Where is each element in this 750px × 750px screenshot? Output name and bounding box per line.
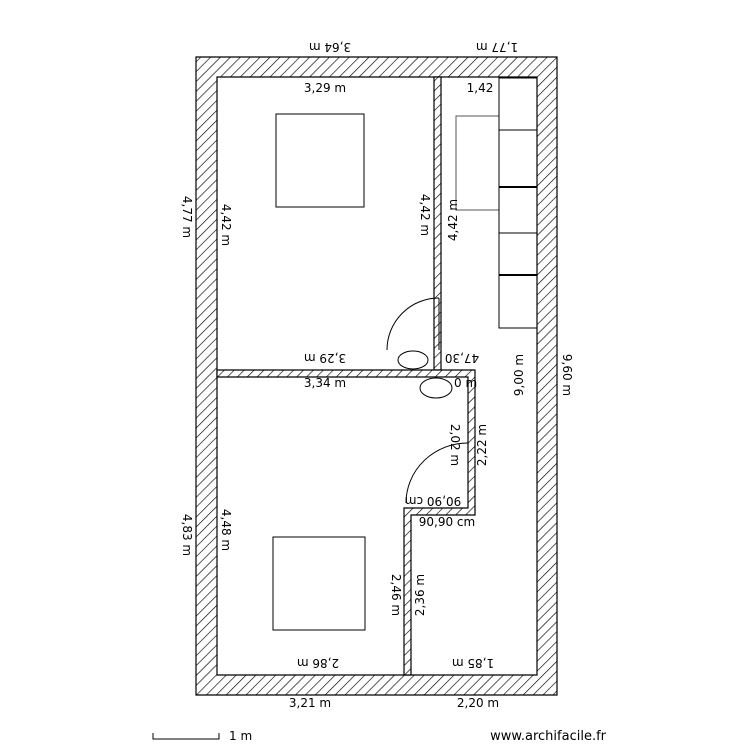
dim-label: 1,85 m — [452, 656, 494, 670]
dim-label: 2,46 m — [389, 574, 403, 616]
sink-icon — [419, 377, 453, 399]
dim-label: 3,64 m — [309, 40, 351, 54]
dim-label: 2,02 m — [448, 424, 462, 466]
desk — [455, 115, 500, 211]
dim-label: 90,90 cm — [419, 515, 475, 529]
dim-label: 2,86 m — [297, 656, 339, 670]
outer-wall — [195, 56, 558, 696]
dim-label: 4,42 m — [418, 194, 432, 236]
dim-label: 3,29 m — [304, 81, 346, 95]
dim-label: 4,48 m — [219, 509, 233, 551]
dim-label: 1,42 — [467, 81, 494, 95]
bed-lower — [272, 536, 366, 631]
door-lower — [405, 442, 469, 504]
scale-bar — [152, 733, 220, 740]
furniture — [272, 77, 538, 631]
dim-label: 1,77 m — [476, 40, 518, 54]
walls — [195, 56, 558, 696]
dim-label: 4,83 m — [180, 514, 194, 556]
watermark: www.archifacile.fr — [490, 729, 606, 744]
dim-label: 0 m — [454, 376, 477, 390]
door-upper — [386, 297, 440, 351]
dim-label: 47,30 — [445, 351, 479, 365]
dim-label: 3,21 m — [289, 696, 331, 710]
dim-label: 3,34 m — [304, 376, 346, 390]
dim-label: 2,20 m — [457, 696, 499, 710]
dim-label: 90,90 cm — [405, 494, 461, 508]
dim-label: 2,36 m — [413, 574, 427, 616]
bed-upper — [275, 113, 365, 208]
dim-label: 4,42 m — [446, 199, 460, 241]
scale-label: 1 m — [229, 729, 252, 743]
dimension-labels: 3,64 m 1,77 m 3,29 m 1,42 4,77 m 4,42 m … — [180, 40, 574, 710]
wardrobe — [498, 77, 538, 329]
dim-label: 9,00 m — [512, 354, 526, 396]
dim-label: 4,77 m — [180, 196, 194, 238]
dim-label: 9,60 m — [560, 354, 574, 396]
toilet-icon — [397, 350, 429, 370]
dim-label: 4,42 m — [219, 204, 233, 246]
partition-wall-vertical-upper — [433, 76, 442, 371]
partition-wall-middle — [216, 369, 476, 676]
dim-label: 2,22 m — [475, 424, 489, 466]
dim-label: 3,29 m — [304, 351, 346, 365]
